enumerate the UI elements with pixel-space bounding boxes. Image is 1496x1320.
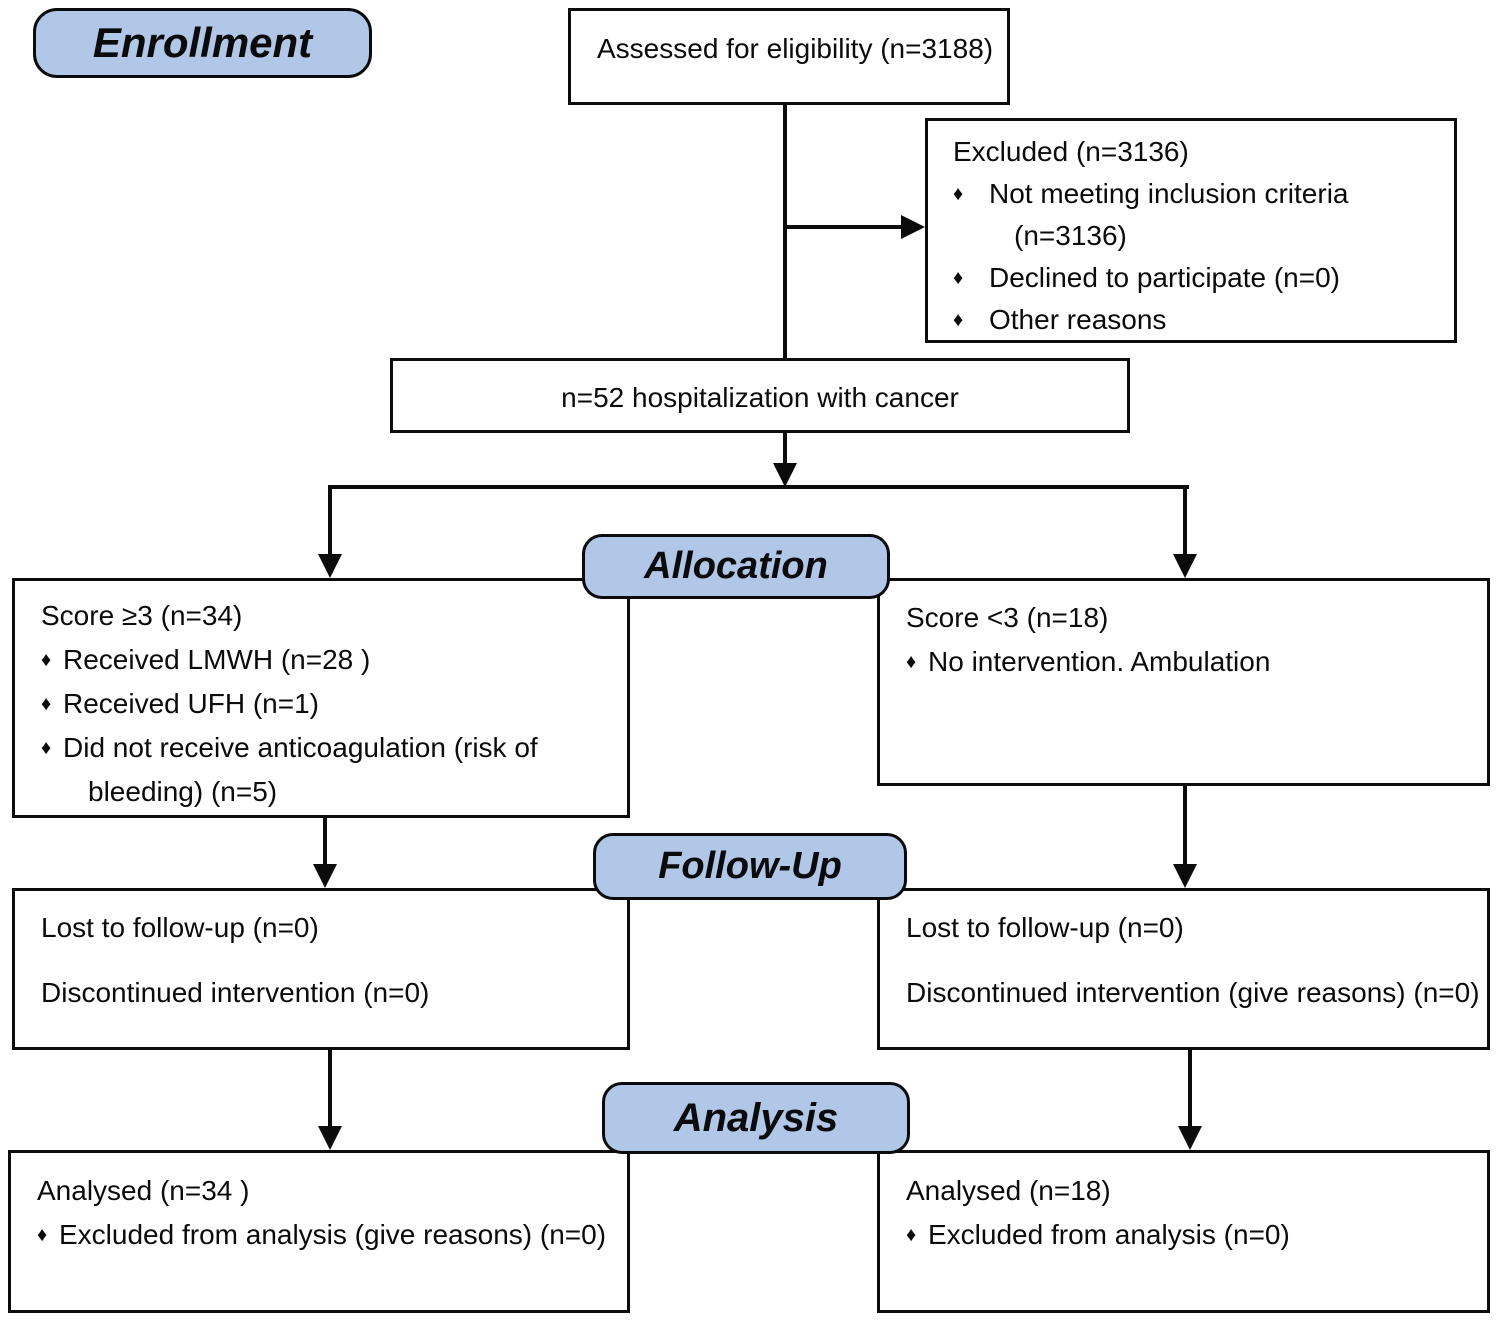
followup-right-line: Discontinued intervention (give reasons)…: [906, 977, 1480, 1008]
arrow-down-icon: [1173, 864, 1197, 888]
analysis-left-title: Analysed (n=34 ): [37, 1175, 250, 1206]
allocation-right-item: ♦ No intervention. Ambulation: [906, 640, 1479, 684]
allocation-left-box: Score ≥3 (n=34) ♦ Received LMWH (n=28 ) …: [12, 578, 630, 818]
diamond-bullet-icon: ♦: [41, 737, 52, 759]
allocation-left-item-text: Did not receive anticoagulation (risk of…: [63, 732, 538, 807]
analysis-right-item: ♦ Excluded from analysis (n=0): [906, 1213, 1481, 1257]
allocation-left-title: Score ≥3 (n=34): [41, 600, 243, 631]
arrow-down-icon: [318, 554, 342, 578]
analysis-left-item: ♦ Excluded from analysis (give reasons) …: [37, 1213, 621, 1257]
analysis-right-box: Analysed (n=18) ♦ Excluded from analysis…: [877, 1150, 1490, 1313]
connector-to-excluded: [785, 225, 903, 229]
diamond-bullet-icon: ♦: [953, 309, 964, 331]
diamond-bullet-icon: ♦: [41, 649, 52, 671]
enrollment-stage-label: Enrollment: [92, 19, 313, 66]
arrow-right-icon: [901, 215, 925, 239]
allocation-stage-label: Allocation: [644, 545, 828, 587]
analysis-left-box: Analysed (n=34 ) ♦ Excluded from analysi…: [8, 1150, 630, 1313]
allocation-right-item-text: No intervention. Ambulation: [928, 646, 1271, 677]
followup-stage-badge: Follow-Up: [593, 833, 907, 900]
analysis-stage-badge: Analysis: [602, 1082, 910, 1154]
arrow-down-icon: [773, 463, 797, 487]
connector-branch-left: [328, 485, 332, 556]
allocation-left-item-text: Received UFH (n=1): [63, 688, 319, 719]
followup-stage-label: Follow-Up: [658, 845, 842, 887]
connector-branch-horizontal: [328, 485, 1189, 489]
diamond-bullet-icon: ♦: [906, 651, 917, 673]
analysis-right-item-text: Excluded from analysis (n=0): [928, 1219, 1290, 1250]
allocation-right-box: Score <3 (n=18) ♦ No intervention. Ambul…: [877, 578, 1490, 786]
connector-hospitalization-down: [783, 433, 787, 465]
excluded-item-text: Not meeting inclusion criteria (n=3136): [989, 178, 1349, 251]
excluded-box: Excluded (n=3136) ♦ Not meeting inclusio…: [925, 118, 1457, 343]
hospitalization-text: n=52 hospitalization with cancer: [561, 382, 959, 413]
analysis-left-item-text: Excluded from analysis (give reasons) (n…: [59, 1219, 607, 1250]
excluded-item-text: Other reasons: [989, 304, 1167, 335]
connector-followup-to-analysis-right: [1188, 1048, 1192, 1128]
allocation-left-item: ♦ Received UFH (n=1): [41, 682, 619, 726]
connector-branch-right: [1183, 485, 1187, 556]
followup-left-box: Lost to follow-up (n=0) Discontinued int…: [12, 888, 630, 1050]
allocation-right-title: Score <3 (n=18): [906, 602, 1109, 633]
excluded-item: ♦ Other reasons: [953, 299, 1444, 340]
followup-left-line: Discontinued intervention (n=0): [41, 977, 430, 1008]
analysis-stage-label: Analysis: [673, 1095, 839, 1140]
followup-left-line: Lost to follow-up (n=0): [41, 912, 319, 943]
followup-right-line: Lost to follow-up (n=0): [906, 912, 1184, 943]
diamond-bullet-icon: ♦: [37, 1224, 48, 1246]
diamond-bullet-icon: ♦: [906, 1224, 917, 1246]
excluded-item: ♦ Declined to participate (n=0): [953, 257, 1444, 299]
assessed-box: Assessed for eligibility (n=3188): [568, 8, 1010, 105]
allocation-left-item: ♦ Received LMWH (n=28 ): [41, 638, 619, 682]
connector-followup-to-analysis-left: [328, 1050, 332, 1128]
excluded-title: Excluded (n=3136): [953, 136, 1189, 167]
followup-right-box: Lost to follow-up (n=0) Discontinued int…: [877, 888, 1490, 1050]
analysis-right-title: Analysed (n=18): [906, 1175, 1111, 1206]
enrollment-stage-badge: Enrollment: [33, 8, 372, 78]
excluded-item-text: Declined to participate (n=0): [989, 262, 1340, 293]
arrow-down-icon: [313, 864, 337, 888]
arrow-down-icon: [1178, 1126, 1202, 1150]
assessed-text: Assessed for eligibility (n=3188): [597, 33, 994, 64]
allocation-left-item-text: Received LMWH (n=28 ): [63, 644, 371, 675]
arrow-down-icon: [1173, 554, 1197, 578]
hospitalization-box: n=52 hospitalization with cancer: [390, 358, 1130, 433]
connector-assessed-to-hospitalization: [783, 105, 787, 358]
allocation-stage-badge: Allocation: [582, 534, 890, 599]
diamond-bullet-icon: ♦: [953, 183, 964, 205]
diamond-bullet-icon: ♦: [41, 693, 52, 715]
diamond-bullet-icon: ♦: [953, 267, 964, 289]
allocation-left-item: ♦ Did not receive anticoagulation (risk …: [41, 726, 619, 814]
connector-alloc-to-followup-right: [1183, 786, 1187, 866]
excluded-item: ♦ Not meeting inclusion criteria (n=3136…: [953, 173, 1444, 257]
arrow-down-icon: [318, 1126, 342, 1150]
connector-alloc-to-followup-left: [323, 818, 327, 866]
